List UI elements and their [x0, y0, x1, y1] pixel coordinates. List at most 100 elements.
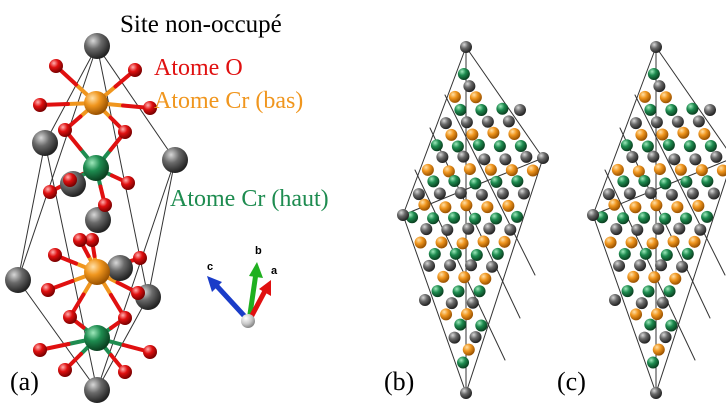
- panel-c-structure: [587, 41, 726, 399]
- vacant-site-atom: [517, 187, 530, 200]
- cr-low-atom: [638, 90, 651, 103]
- cr-low-atom: [508, 127, 521, 140]
- cr-low-atom: [659, 91, 672, 104]
- vacant-site-atom: [668, 153, 681, 166]
- cr-low-atom: [652, 343, 665, 356]
- vacant-site-atom: [587, 209, 599, 221]
- vacant-site-atom: [463, 80, 476, 93]
- cr-low-atom: [505, 164, 518, 177]
- cr-high-atom: [639, 247, 652, 260]
- vacant-site-atom: [460, 116, 473, 129]
- cr-low-atom: [629, 201, 642, 214]
- cr-high-atom: [452, 285, 465, 298]
- axis-triad: c b a: [207, 245, 278, 328]
- vacant-site-atom: [665, 188, 678, 201]
- cr-low-atom: [463, 163, 476, 176]
- panel-a-structure: [5, 33, 188, 403]
- cr-high-atom: [454, 103, 467, 116]
- cr-low-atom: [656, 128, 669, 141]
- vacant-site-atom: [647, 150, 660, 163]
- vacant-site-atom: [610, 223, 623, 236]
- vacant-site-atom: [676, 260, 689, 273]
- cr-high-atom: [663, 285, 676, 298]
- cr-high-atom: [701, 210, 714, 223]
- vacant-site-atom: [460, 387, 472, 399]
- cell-edge: [592, 46, 657, 216]
- oxygen-atom: [85, 233, 99, 247]
- cr-low-atom: [469, 91, 482, 104]
- cr-high-atom: [427, 212, 440, 225]
- oxygen-atom: [73, 233, 87, 247]
- cr-high-atom: [662, 138, 675, 151]
- vacant-site-atom: [650, 387, 662, 399]
- vacant-site-atom: [613, 259, 626, 272]
- cr-low-atom: [526, 164, 539, 177]
- cr-high-atom: [490, 175, 503, 188]
- cell-edge: [655, 46, 726, 149]
- cr-high-atom: [457, 356, 470, 369]
- cr-low-atom: [481, 201, 494, 214]
- cr-low-atom: [688, 235, 701, 248]
- cr-high-atom: [641, 140, 654, 153]
- cr-high-atom: [496, 102, 509, 115]
- cr-high-atom: [449, 247, 462, 260]
- cell-edge: [592, 214, 657, 394]
- cr-high-atom: [472, 138, 485, 151]
- cell-edge: [634, 94, 726, 276]
- vacant-site-atom: [436, 151, 449, 164]
- cr-low-atom: [439, 201, 452, 214]
- oxygen-atom: [118, 365, 132, 379]
- cr-low-atom: [674, 163, 687, 176]
- cr-low-atom: [445, 128, 458, 141]
- cr-high-atom: [493, 140, 506, 153]
- cell-edge: [17, 279, 98, 391]
- cr-low-atom: [716, 164, 726, 177]
- vacant-site-atom: [504, 223, 517, 236]
- cr-low-atom: [653, 163, 666, 176]
- cr-high-atom: [457, 67, 470, 80]
- oxygen-atom: [143, 345, 157, 359]
- cr-high-atom: [475, 104, 488, 117]
- oxygen-atom: [118, 311, 132, 325]
- oxygen-atom: [43, 185, 57, 199]
- vacant-site-atom: [475, 188, 488, 201]
- vacant-site-atom: [626, 151, 639, 164]
- cr-high-atom: [618, 247, 631, 260]
- cr-low-atom: [632, 165, 645, 178]
- vacant-site-atom: [483, 222, 496, 235]
- cell-edge: [17, 142, 46, 281]
- cell-edge: [444, 94, 536, 276]
- oxygen-atom: [41, 283, 55, 297]
- oxygen-atom: [131, 286, 145, 300]
- cr-high-atom: [469, 177, 482, 190]
- cr-low-atom: [611, 163, 624, 176]
- cr-low-atom: [635, 128, 648, 141]
- cr-high-atom: [427, 175, 440, 188]
- oxygen-atom: [143, 101, 157, 115]
- vacant-site-atom: [397, 209, 409, 221]
- cr-low-atom: [646, 237, 659, 250]
- vacant-site-atom: [457, 150, 470, 163]
- cr-low-atom: [487, 126, 500, 139]
- cr-high-atom: [431, 285, 444, 298]
- vacant-site-atom: [84, 377, 110, 403]
- vacant-site-atom: [481, 115, 494, 128]
- vacant-site-atom: [444, 259, 457, 272]
- cr-low-atom: [461, 308, 474, 321]
- cell-edge: [414, 169, 506, 361]
- cr-low-atom: [627, 270, 640, 283]
- vacant-site-atom: [650, 116, 663, 129]
- panel-b-structure: [397, 41, 549, 399]
- vacant-site-atom: [423, 259, 436, 272]
- oxygen-atom: [63, 310, 77, 324]
- vacant-site-atom: [478, 153, 491, 166]
- oxygen-atom-label: Atome O: [154, 55, 243, 81]
- vacant-site-atom: [650, 41, 662, 53]
- axis-b-label: b: [255, 245, 262, 257]
- vacant-site-atom: [634, 259, 647, 272]
- vacant-site-atom: [439, 117, 452, 130]
- panel-b-label: (b): [384, 367, 414, 396]
- vacant-site-atom: [420, 223, 433, 236]
- oxygen-atom: [118, 125, 132, 139]
